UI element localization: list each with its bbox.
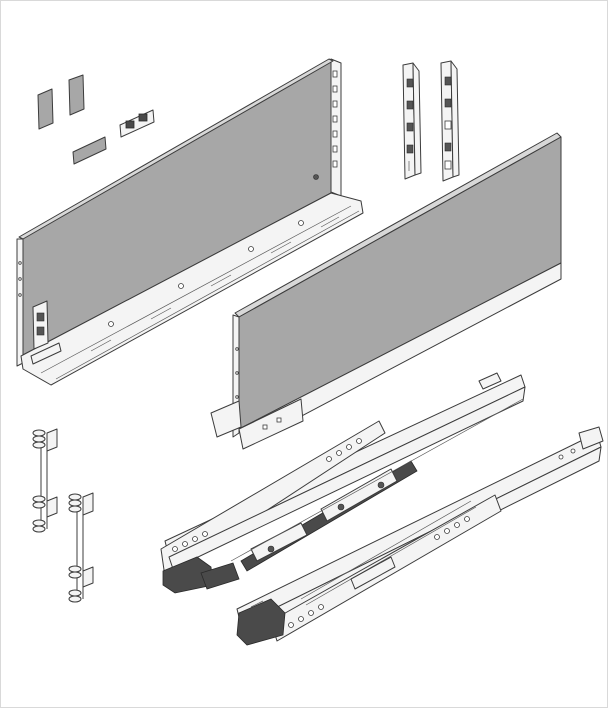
small-clip-pieces	[37, 74, 155, 165]
runner-right	[236, 426, 604, 646]
runner-left	[160, 372, 526, 594]
runner-right-front-clip	[236, 598, 286, 646]
rear-bracket-right	[68, 492, 94, 603]
runner-left-front-holes	[172, 438, 362, 552]
cover-cap-2	[68, 74, 85, 116]
spring-top-2	[68, 493, 82, 513]
front-fixing-bracket-left	[402, 62, 422, 180]
runner-left-mechanism	[240, 460, 418, 572]
left-panel-rear-holes	[313, 70, 338, 180]
left-side-panel	[16, 58, 364, 386]
cover-cap-3	[72, 136, 107, 165]
runner-right-holes	[288, 448, 576, 628]
front-fixing-brackets	[402, 60, 460, 182]
front-fixing-bracket-right	[440, 60, 460, 182]
spring-mid-2	[68, 565, 82, 579]
spring-bottom-1	[32, 519, 46, 533]
cover-cap-1	[37, 88, 54, 130]
right-side-panel	[210, 132, 562, 450]
clip-connector	[119, 109, 155, 138]
runner-right-mechanism	[300, 500, 477, 606]
left-panel-front-fixing	[30, 300, 62, 365]
right-panel-front-tab	[238, 398, 304, 450]
spring-top-1	[32, 429, 46, 449]
spring-bottom-2	[68, 589, 82, 603]
spring-mid-1	[32, 495, 46, 509]
rear-bracket-left	[32, 428, 58, 533]
